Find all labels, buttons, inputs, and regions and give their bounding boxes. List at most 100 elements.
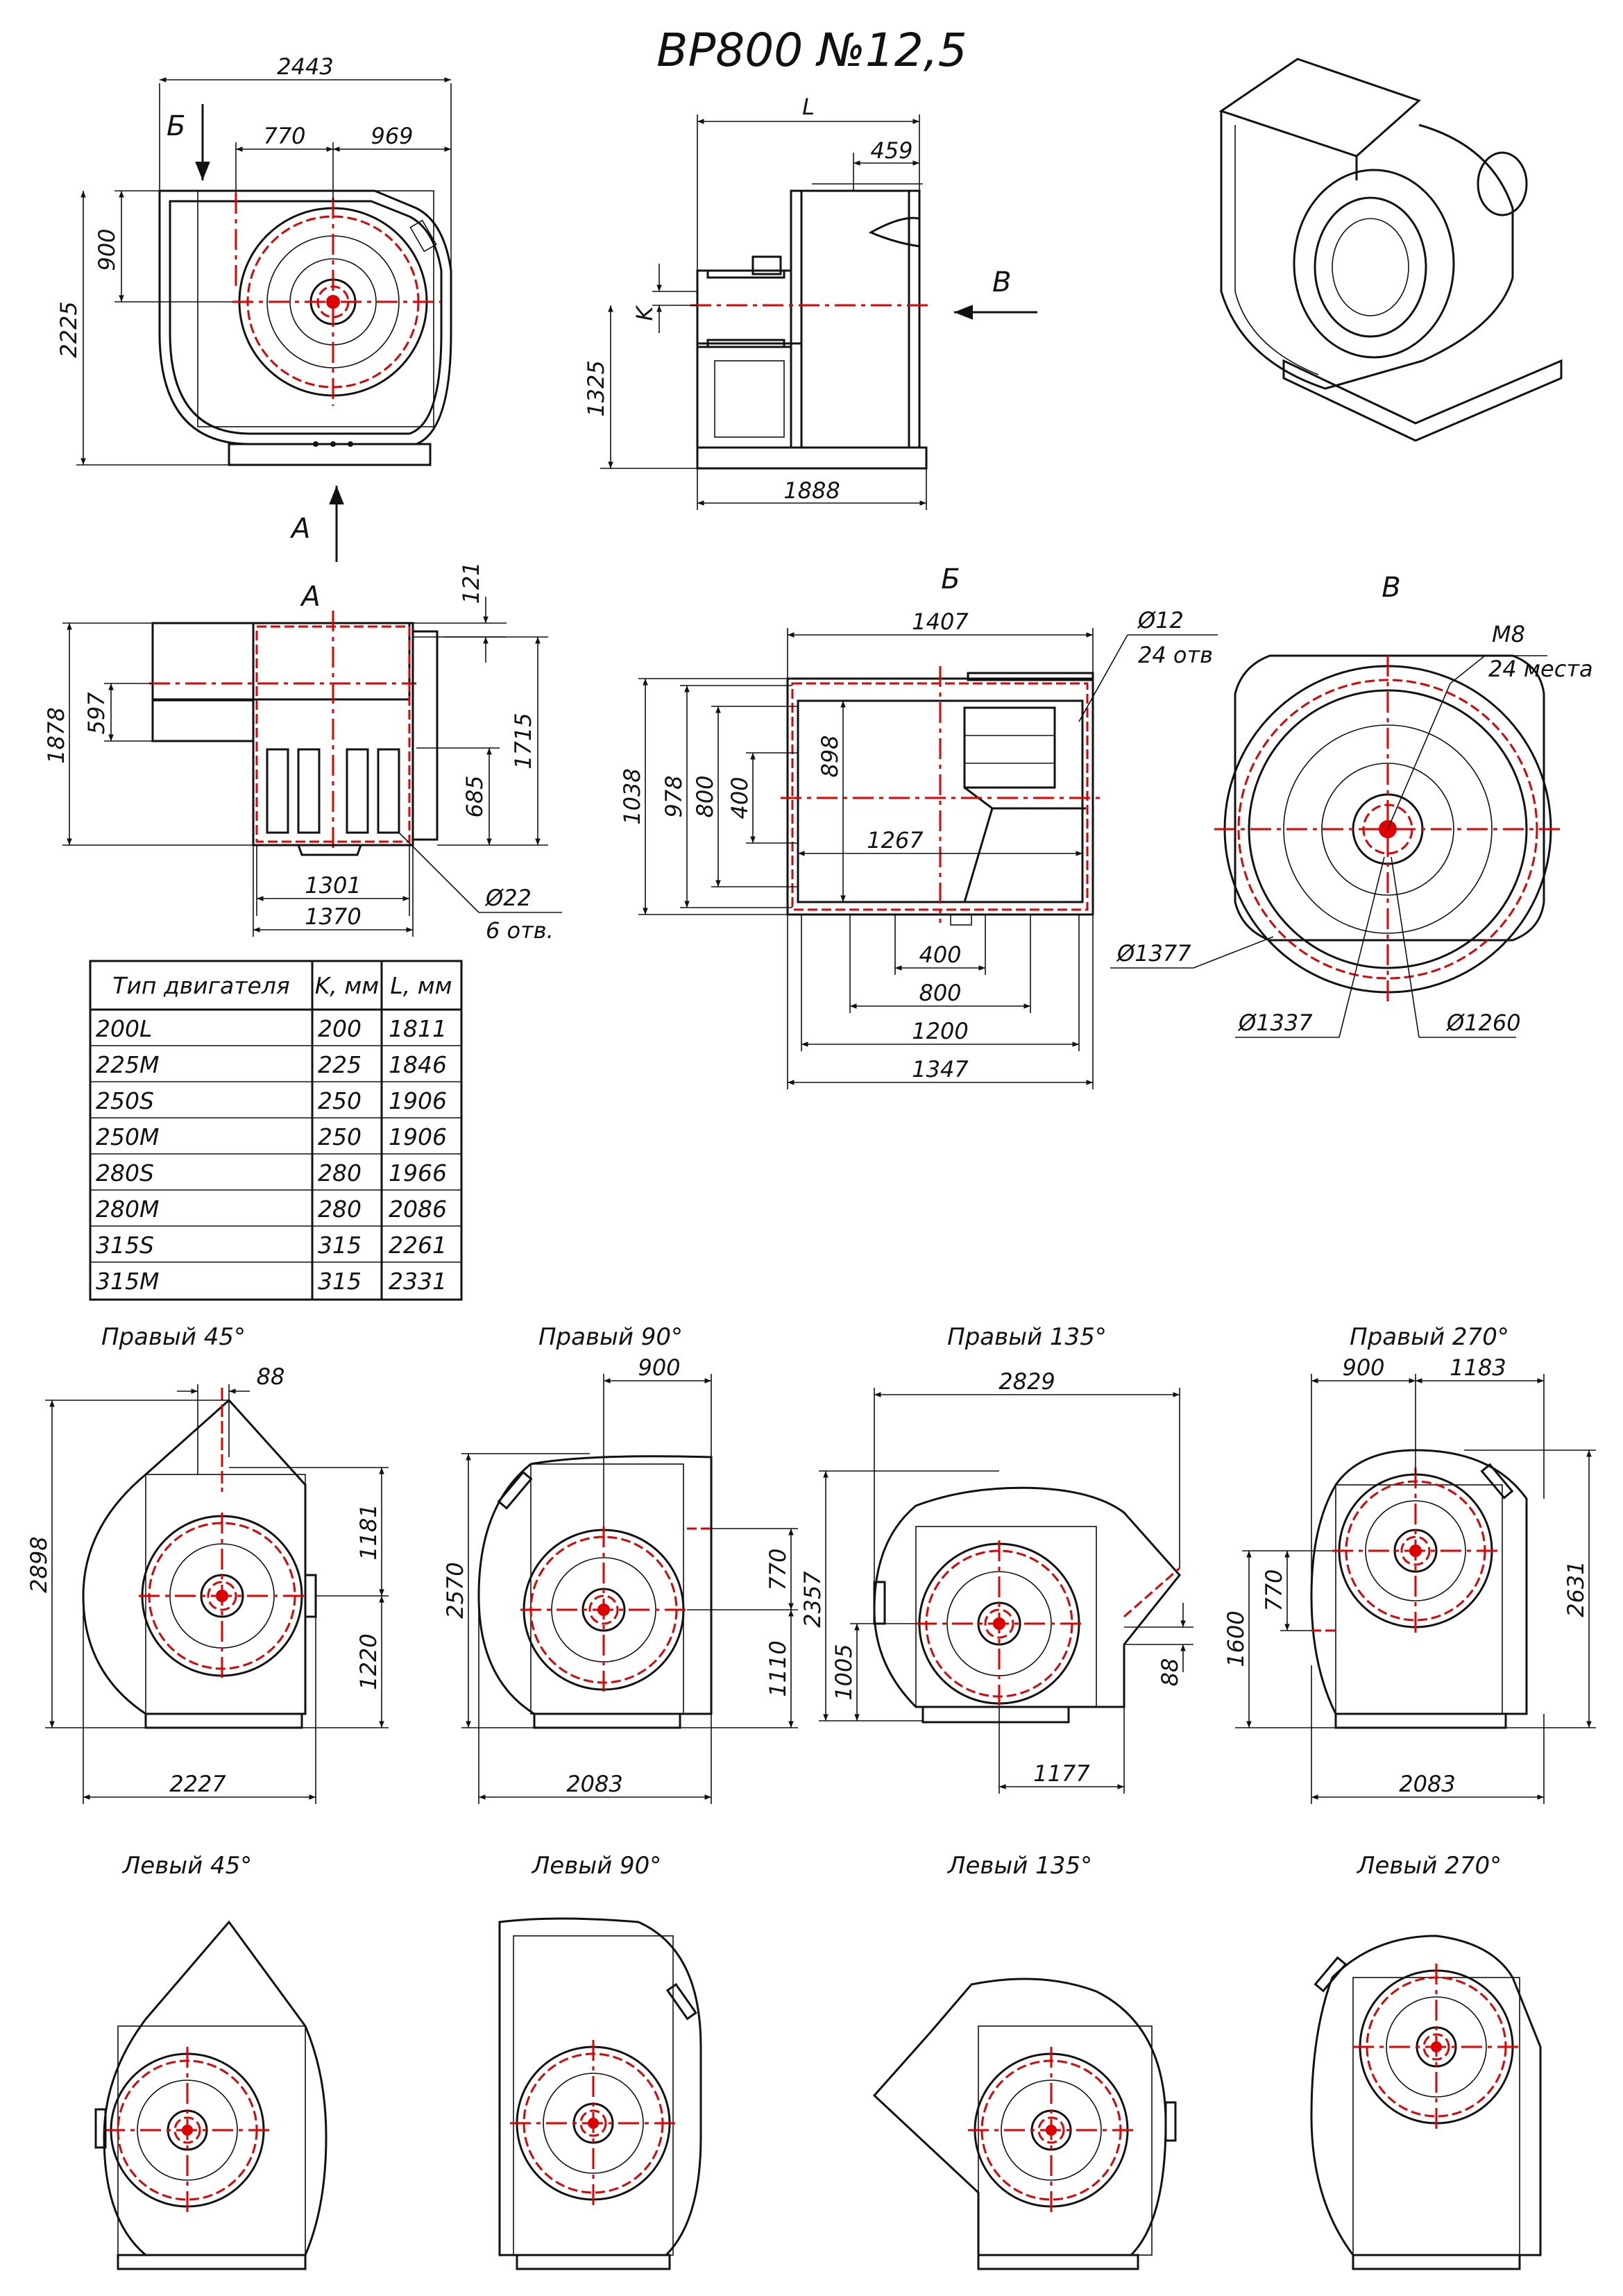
view-b: Б 1407 Ø12 24 отв 1038 978 800 [619,563,1218,1089]
dim: 900 [638,1354,680,1381]
dim-b-1267: 1267 [867,827,924,853]
motor-table: Тип двигателя K, мм L, мм 200L 200 1811 … [89,960,463,1301]
table-cell: 250 [318,1087,362,1114]
table-cell: 200 [318,1015,362,1042]
dim-v-thread-n: 24 места [1488,656,1593,682]
dim: 2083 [1399,1771,1455,1797]
view-a: А 121 1878 597 1715 685 [43,561,562,944]
dim: 2083 [566,1771,622,1797]
dim: 2631 [1563,1561,1589,1617]
dim: 1220 [355,1633,382,1690]
front-view: 2443 770 969 900 2225 Б А [56,53,452,562]
dim-front-inlet: 770 [263,123,305,149]
table-header-k: K, мм [315,972,379,999]
variant-right-90: Правый 90° 900 2570 770 1110 2083 [442,1323,798,1804]
dim-a-holes-d: Ø22 [484,885,532,911]
table-cell: 280 [318,1159,362,1187]
table-cell: 1966 [389,1159,447,1187]
variant-label: Левый 45° [121,1852,253,1880]
dim-v-thread: M8 [1492,621,1525,647]
table-cell: 315 [318,1268,362,1295]
variant-left-270: Левый 270° [1310,1852,1542,2270]
dim-a-holes-n: 6 отв. [486,917,554,944]
table-cell: 280S [96,1159,154,1187]
variant-label: Правый 90° [538,1323,683,1351]
table-cell: 1906 [389,1123,447,1150]
dim-side-length: L [802,94,815,120]
table-cell: 250 [318,1123,362,1150]
dim-b-800: 800 [692,775,718,817]
dim: 1110 [765,1640,791,1697]
dim-b-978: 978 [661,775,687,817]
dim-a-1715: 1715 [510,713,536,769]
dim: 1005 [831,1644,857,1700]
side-view: L 459 K 1325 1888 В [583,94,1037,510]
table-cell: 2086 [389,1196,447,1223]
dim: 2829 [999,1368,1055,1395]
variant-label: Левый 90° [531,1852,662,1880]
dim: 2357 [799,1571,826,1628]
dim-b-w400: 400 [919,942,961,968]
dim-b-holes-n: 24 отв [1138,642,1213,668]
table-cell: 200L [96,1015,152,1042]
dim-a-1878: 1878 [43,707,69,763]
dim-a-1370: 1370 [305,903,361,930]
dim: 2227 [169,1771,226,1797]
dim-b-w800: 800 [919,980,961,1006]
table-cell: 1811 [389,1015,447,1042]
table-cell: 1846 [389,1051,447,1078]
variant-right-45: Правый 45° 88 2898 1181 1220 2227 [26,1323,389,1804]
arrow-a-label: А [289,513,310,545]
dim-front-height: 2225 [56,301,82,357]
dim-b-400: 400 [726,776,753,819]
dim-front-width: 2443 [277,53,333,80]
view-v: В M8 24 места Ø1377 Ø1337 Ø1260 [1110,572,1593,1038]
table-cell: 315 [318,1232,362,1259]
view-a-label: А [299,581,320,613]
variant-left-90: Левый 90° [498,1852,702,2270]
dim-a-121: 121 [458,561,484,604]
dim-a-1301: 1301 [305,872,361,899]
dim-b-w1347: 1347 [912,1056,969,1082]
variant-left-45: Левый 45° [94,1852,328,2270]
dim-side-459: 459 [870,137,912,164]
table-cell: 250S [96,1087,154,1114]
dim-side-base: 1888 [783,477,840,504]
dim-b-holes-d: Ø12 [1137,607,1184,633]
table-cell: 315M [96,1268,159,1295]
variant-label: Левый 270° [1356,1852,1502,1880]
dim-side-k: K [631,304,658,321]
view-b-label: Б [941,563,960,595]
table-cell: 280M [96,1196,159,1223]
dim-a-597: 597 [83,692,110,735]
dim: 900 [1342,1354,1384,1381]
dim-b-898: 898 [817,735,843,777]
dim-side-axis: 1325 [583,360,609,416]
isometric-view [1218,58,1563,442]
dim: 1600 [1223,1610,1249,1667]
table-cell: 315S [96,1232,154,1259]
table-cell: 250M [96,1123,159,1150]
table-header-motor: Тип двигателя [112,972,289,999]
table-cell: 2261 [389,1232,447,1259]
dim-v-d1337: Ø1337 [1237,1010,1313,1036]
variant-right-270: Правый 270° 900 1183 770 1600 2631 [1223,1323,1596,1804]
variant-left-135: Левый 135° [872,1852,1177,2270]
dim: 88 [1157,1658,1183,1687]
arrow-b-label: Б [167,110,185,142]
dim: 2570 [442,1562,468,1618]
arrow-v-label: В [992,266,1011,298]
variant-label: Правый 45° [101,1323,246,1351]
dim-v-d1260: Ø1260 [1445,1010,1521,1036]
dim: 770 [1261,1569,1287,1611]
dim: 2898 [26,1536,52,1592]
table-header-l: L, мм [390,972,452,999]
dim: 1183 [1450,1354,1506,1381]
table-cell: 225M [96,1051,159,1078]
drawing-title: ВР800 №12,5 [656,24,967,77]
dim-front-outlet-h: 900 [94,228,120,271]
variant-right-135: Правый 135° 2829 2357 1005 88 1177 [799,1323,1193,1794]
table-cell: 280 [318,1196,362,1223]
table-cell: 1906 [389,1087,447,1114]
